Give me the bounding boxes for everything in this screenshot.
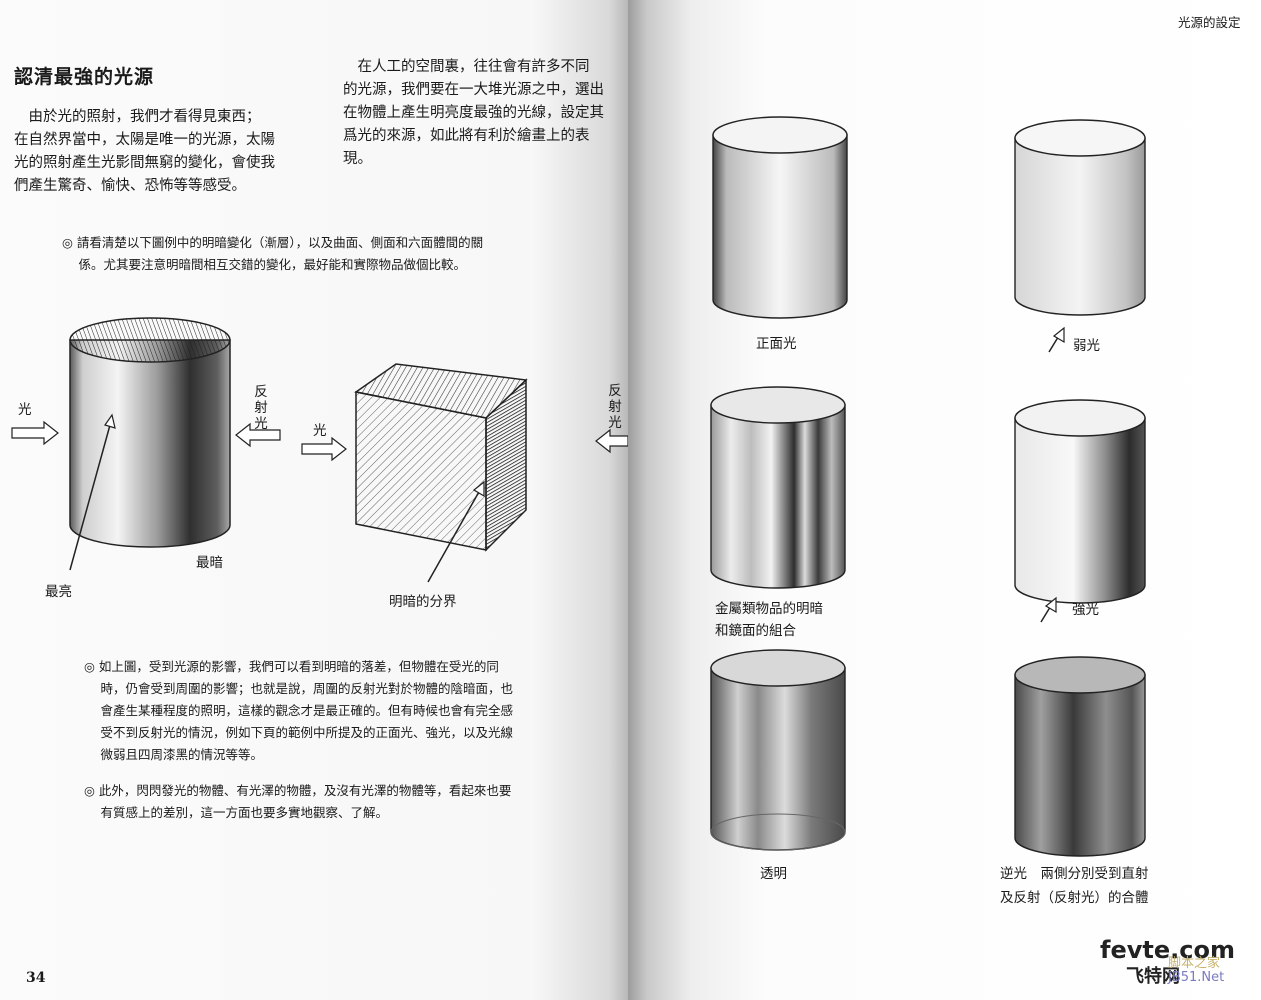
cylinder-examples xyxy=(710,116,1146,857)
shaded-cylinder-illustration xyxy=(11,317,281,571)
caption-metal: 金屬類物品的明暗 和鏡面的組合 xyxy=(715,601,823,639)
cylinder-transparent xyxy=(710,649,846,851)
chapter-header: 光源的設定 xyxy=(1178,15,1241,30)
shaded-cube-illustration xyxy=(301,363,628,583)
caption-transparent: 透明 xyxy=(760,866,787,882)
cylinder-weak-light xyxy=(1014,119,1146,353)
label-reflected-left: 反射光 xyxy=(254,384,268,432)
right-page: 光源的設定 xyxy=(628,0,1261,1000)
label-darkest: 最暗 xyxy=(196,555,223,571)
watermark-brand: fevte.com xyxy=(1100,936,1235,964)
note-reflected-light: ◎ 如上圖，受到光源的影響，我們可以看到明暗的落差，但物體在受光的同 時，仍會受… xyxy=(84,659,513,762)
label-light-left: 光 xyxy=(18,402,32,418)
cylinder-backlight xyxy=(1014,656,1146,857)
cylinder-front-light xyxy=(712,116,848,319)
page-title: 認清最強的光源 xyxy=(14,66,155,88)
label-boundary: 明暗的分界 xyxy=(389,594,457,610)
note-surface-texture: ◎ 此外，閃閃發光的物體、有光澤的物體，及沒有光澤的物體等，看起來也要 有質感上… xyxy=(84,783,512,820)
caption-weak-light: 弱光 xyxy=(1073,338,1100,354)
page-number: 34 xyxy=(26,970,46,986)
left-page: 認清最強的光源 由於光的照射，我們才看得見東西； 在自然界當中，太陽是唯一的光源… xyxy=(0,0,628,1000)
intro-paragraph-left: 由於光的照射，我們才看得見東西； 在自然界當中，太陽是唯一的光源，太陽 光的照射… xyxy=(14,109,275,194)
cylinder-strong-light xyxy=(1014,399,1146,623)
caption-strong-light: 強光 xyxy=(1072,602,1099,618)
label-light-cube: 光 xyxy=(313,423,327,439)
watermark-site-url: JB51.Net xyxy=(1168,970,1225,985)
watermark-brand-cn: 飞特网 xyxy=(1126,966,1180,987)
caption-backlight: 逆光 兩側分別受到直射 及反射（反射光）的合體 xyxy=(1000,866,1149,906)
intro-paragraph-right: 在人工的空間裏，往往會有許多不同 的光源，我們要在一大堆光源之中，選出 在物體上… xyxy=(343,59,604,167)
label-brightest: 最亮 xyxy=(45,584,72,600)
label-reflected-cube: 反射光 xyxy=(608,383,622,431)
cylinder-metal xyxy=(710,386,846,589)
note-gradation: ◎ 請看清楚以下圖例中的明暗變化（漸層），以及曲面、側面和六面體間的關 係。尤其… xyxy=(62,235,484,272)
watermark-site-name: 脚本之家 xyxy=(1168,956,1221,971)
caption-front-light: 正面光 xyxy=(756,336,797,352)
